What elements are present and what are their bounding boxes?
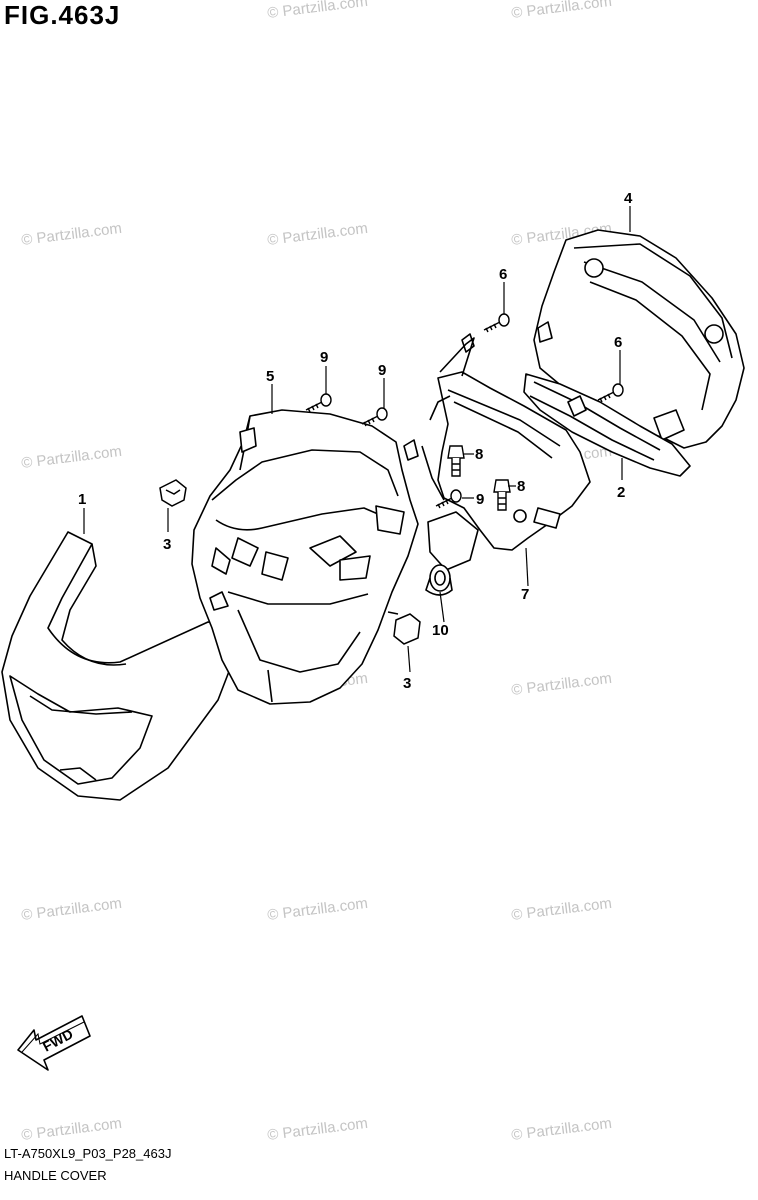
figure-caption: HANDLE COVER	[4, 1168, 107, 1183]
part-8-bolt-upper	[447, 445, 465, 477]
part-9-screw-left	[305, 393, 332, 413]
callout-1: 1	[78, 491, 86, 508]
part-3-clip-upper	[159, 479, 187, 507]
part-6-screw-lower	[597, 383, 624, 403]
figure-code: LT-A750XL9_P03_P28_463J	[4, 1146, 172, 1161]
watermark: © Partzilla.com	[20, 1115, 122, 1144]
watermark: © Partzilla.com	[510, 1115, 612, 1144]
watermark: © Partzilla.com	[266, 0, 368, 22]
part-10-grommet	[425, 564, 453, 596]
part-7-bracket	[403, 333, 591, 571]
watermark: © Partzilla.com	[510, 895, 612, 924]
callout-10: 10	[432, 622, 449, 639]
fwd-arrow-icon: FWD	[17, 1015, 91, 1071]
watermark: © Partzilla.com	[266, 220, 368, 249]
callout-4: 4	[624, 190, 633, 207]
watermark: © Partzilla.com	[20, 220, 122, 249]
part-5-rear-cover	[191, 409, 419, 705]
callout-5: 5	[266, 368, 274, 385]
part-4-meter-case	[533, 229, 745, 449]
watermark: © Partzilla.com	[510, 670, 612, 699]
part-8-bolt-lower	[493, 479, 511, 511]
callout-9-left: 9	[320, 349, 328, 366]
watermark: © Partzilla.com	[20, 443, 122, 472]
watermark: © Partzilla.com	[510, 0, 612, 22]
callout-7: 7	[521, 586, 529, 603]
leader-lines	[83, 206, 631, 673]
callout-8-lower: 8	[517, 478, 525, 495]
callout-3-upper: 3	[163, 536, 171, 553]
callout-3-lower: 3	[403, 675, 411, 692]
callout-2: 2	[617, 484, 625, 501]
part-9-screw-middle	[361, 407, 388, 427]
watermark: © Partzilla.com	[266, 895, 368, 924]
callout-6-lower: 6	[614, 334, 622, 351]
callout-9-right: 9	[476, 491, 484, 508]
figure-title: FIG.463J	[4, 0, 121, 30]
part-2-meter-cover	[523, 373, 691, 477]
part-1-front-cover	[1, 531, 239, 801]
callout-6-upper: 6	[499, 266, 507, 283]
callout-8-upper: 8	[475, 446, 483, 463]
watermark: © Partzilla.com	[20, 895, 122, 924]
part-9-screw-right	[435, 489, 462, 509]
watermark: © Partzilla.com	[266, 1115, 368, 1144]
part-3-clip-lower	[387, 611, 421, 645]
part-6-screw-upper	[483, 313, 510, 333]
callout-labels: 1 2 3 3 4 5 6 6 7 8 8 9 9 9 10	[78, 190, 633, 692]
callout-9-middle: 9	[378, 362, 386, 379]
